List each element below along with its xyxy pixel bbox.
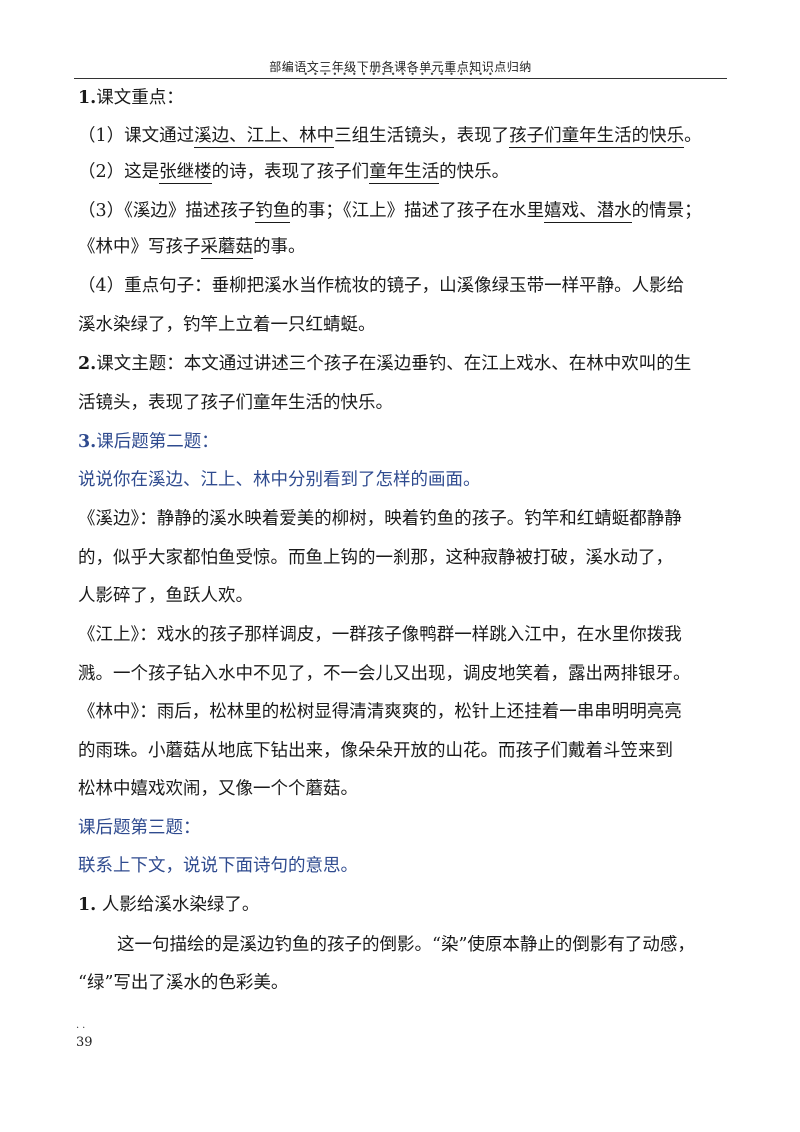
answer-jiangshang-line2: 溅。一个孩子钻入水中不见了，不一会儿又出现，调皮地笑着，露出两排银牙。 — [78, 664, 691, 684]
key-point-4: （4）重点句子：垂柳把溪水当作梳妆的镜子，山溪像绿玉带一样平静。人影给 — [78, 276, 685, 296]
answer-xibian-line2: 的，似乎大家都怕鱼受惊。而鱼上钩的一刹那，这种寂静被打破，溪水动了， — [78, 548, 673, 568]
answer-linzhong-line3: 松林中嬉戏欢闹，又像一个个蘑菇。 — [78, 779, 358, 799]
text: 的事。 — [253, 237, 306, 257]
section2-theme: 2.课文主题：本文通过讲述三个孩子在溪边垂钓、在江上戏水、在林中欢叫的生 — [78, 352, 691, 376]
section1-title: 课文重点： — [96, 88, 184, 108]
underlined-text: 钓鱼 — [255, 201, 291, 223]
poem-line-text: 人影给溪水染绿了。 — [101, 895, 260, 915]
section2-theme-cont: 活镜头，表现了孩子们童年生活的快乐。 — [78, 393, 393, 413]
section3-title: 课后题第二题： — [96, 432, 219, 452]
text: 的事；《江上》描述了孩子在水里 — [290, 201, 545, 221]
text: （2）这是 — [78, 162, 160, 182]
section4-heading: 课后题第三题： — [78, 818, 201, 838]
section3-heading: 3.课后题第二题： — [78, 430, 219, 454]
text: 课文主题：本文通过讲述三个孩子在溪边垂钓、在江上戏水、在林中欢叫的生 — [96, 354, 692, 374]
underlined-text: 童年生活 — [369, 162, 440, 184]
page-number: 39 — [76, 1035, 93, 1050]
answer-xibian-line3: 人影碎了，鱼跃人欢。 — [78, 586, 253, 606]
key-point-3-cont: 《林中》写孩子采蘑菇的事。 — [78, 235, 306, 259]
section4-question: 联系上下文，说说下面诗句的意思。 — [78, 856, 358, 876]
header-emphasis-dots: •••••••••••••••••••• — [303, 70, 498, 79]
text: 的诗，表现了孩子们 — [211, 162, 370, 182]
key-point-4-cont: 溪水染绿了，钓竿上立着一只红蜻蜓。 — [78, 315, 376, 335]
header-title: 部编语文三年级下册各课各单元重点知识点归纳 — [269, 60, 532, 74]
text: （3）《溪边》描述孩子 — [78, 201, 256, 221]
text: 的快乐。 — [439, 162, 510, 182]
text: 的情景； — [631, 201, 702, 221]
section1-heading: 1.课文重点： — [78, 86, 184, 110]
key-point-2: （2）这是张继楼的诗，表现了孩子们童年生活的快乐。 — [78, 160, 509, 184]
key-point-1: （1）课文通过溪边、江上、林中三组生活镜头，表现了孩子们童年生活的快乐。 — [78, 124, 702, 148]
poem-line-answer: 这一句描绘的是溪边钓鱼的孩子的倒影。“染”使原本静止的倒影有了动感， — [117, 935, 695, 955]
answer-linzhong-line2: 的雨珠。小蘑菇从地底下钻出来，像朵朵开放的山花。而孩子们戴着斗笠来到 — [78, 741, 673, 761]
section2-number: 2. — [78, 354, 97, 374]
answer-linzhong-line1: 《林中》：雨后，松林里的松树显得清清爽爽的，松针上还挂着一串串明明亮亮 — [78, 702, 682, 722]
answer-xibian-line1: 《溪边》：静静的溪水映着爱美的柳树，映着钓鱼的孩子。钓竿和红蜻蜓都静静 — [78, 509, 682, 529]
underlined-text: 孩子们童年生活的快乐 — [509, 126, 685, 148]
text: 。 — [684, 126, 702, 146]
section1-number: 1. — [78, 88, 97, 108]
poem-line-item: 1. 人影给溪水染绿了。 — [78, 893, 259, 917]
poem-line-number: 1. — [78, 895, 97, 915]
text: （1）课文通过 — [78, 126, 195, 146]
underlined-text: 张继楼 — [159, 162, 212, 184]
key-point-3: （3）《溪边》描述孩子钓鱼的事；《江上》描述了孩子在水里嬉戏、潜水的情景； — [78, 199, 702, 223]
underlined-text: 溪边、江上、林中 — [194, 126, 335, 148]
underlined-text: 采蘑菇 — [200, 237, 253, 259]
footer-dots: .. — [76, 1020, 89, 1031]
section3-number: 3. — [78, 432, 97, 452]
answer-jiangshang-line1: 《江上》：戏水的孩子那样调皮，一群孩子像鸭群一样跳入江中，在水里你拨我 — [78, 625, 682, 645]
section3-question: 说说你在溪边、江上、林中分别看到了怎样的画面。 — [78, 470, 481, 490]
text: 《林中》写孩子 — [78, 237, 201, 257]
page-header: 部编语文三年级下册各课各单元重点知识点归纳 ••••••••••••••••••… — [74, 58, 727, 79]
underlined-text: 嬉戏、潜水 — [544, 201, 632, 223]
text: 三组生活镜头，表现了 — [334, 126, 510, 146]
poem-line-answer-cont: “绿”写出了溪水的色彩美。 — [78, 973, 289, 993]
